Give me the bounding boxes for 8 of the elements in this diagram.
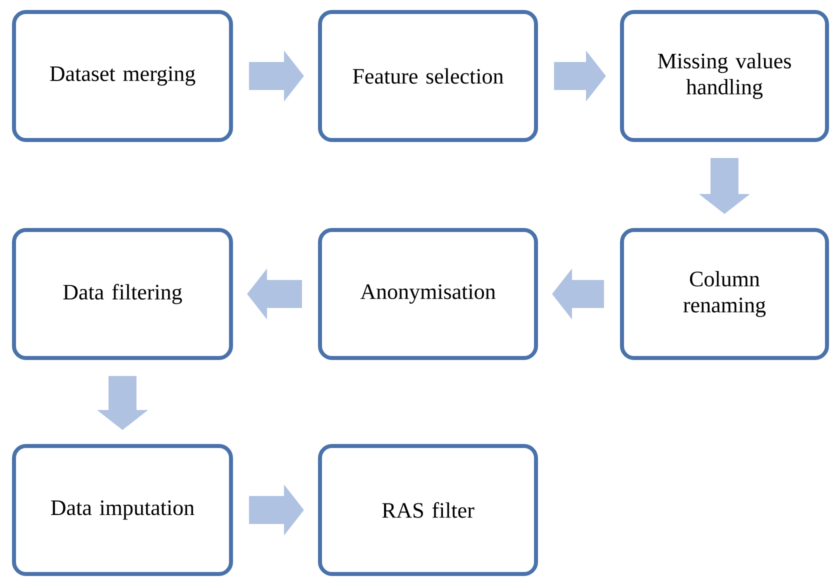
- process-box: Dataset merging: [12, 10, 233, 142]
- process-box: Anonymisation: [318, 228, 538, 360]
- process-box: Data imputation: [12, 444, 233, 576]
- process-box: Missing values handling: [620, 10, 829, 142]
- process-box: RAS filter: [318, 444, 538, 576]
- process-box: Column renaming: [620, 228, 829, 360]
- process-box: Feature selection: [318, 10, 538, 142]
- process-box: Data filtering: [12, 228, 233, 360]
